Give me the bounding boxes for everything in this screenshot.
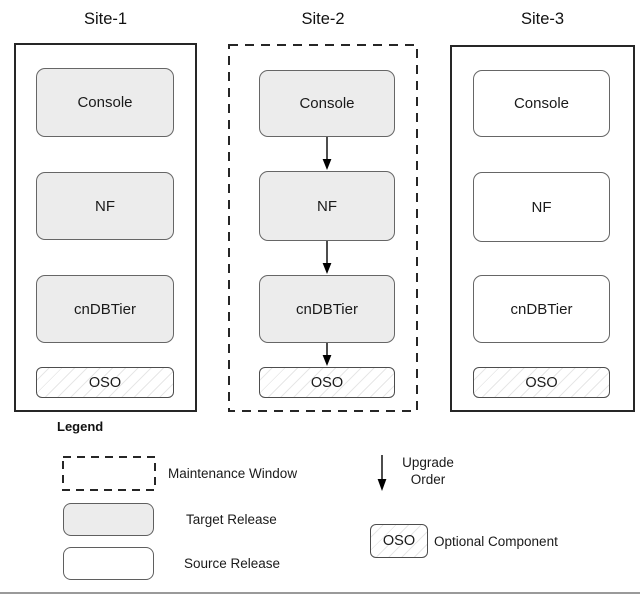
site-1-console-box: Console — [36, 68, 174, 137]
legend-maintenance-window-label: Maintenance Window — [168, 466, 298, 481]
site-2-oso-box: OSO — [259, 367, 395, 398]
legend-maintenance-window-swatch — [62, 456, 156, 491]
legend-upgrade-order-arrow-icon — [377, 455, 387, 491]
site-1-nf-box: NF — [36, 172, 174, 240]
legend-target-release-label: Target Release — [186, 512, 277, 527]
legend-optional-component-swatch: OSO — [370, 524, 428, 558]
upgrade-arrow-icon — [322, 137, 332, 170]
site-3-oso-box: OSO — [473, 367, 610, 398]
legend-optional-component-label: Optional Component — [434, 533, 558, 549]
site-3-nf-box: NF — [473, 172, 610, 242]
site-2-nf-box: NF — [259, 171, 395, 241]
site-2-cndbtier-box: cnDBTier — [259, 275, 395, 343]
site-3-console-box: Console — [473, 70, 610, 137]
site-1-title: Site-1 — [83, 9, 128, 28]
legend-target-release-swatch — [63, 503, 154, 536]
site-2-console-box: Console — [259, 70, 395, 137]
legend-upgrade-order-line2: Order — [410, 472, 446, 487]
legend-upgrade-order-line1: Upgrade — [402, 455, 454, 470]
bottom-edge-divider — [0, 592, 640, 594]
site-3-title: Site-3 — [520, 9, 565, 28]
legend-source-release-label: Source Release — [184, 556, 281, 571]
site-2-title: Site-2 — [301, 9, 345, 28]
site-1-oso-box: OSO — [36, 367, 174, 398]
upgrade-arrow-icon — [322, 241, 332, 274]
site-3-cndbtier-box: cnDBTier — [473, 275, 610, 343]
site-1-cndbtier-box: cnDBTier — [36, 275, 174, 343]
site-1-panel — [14, 43, 197, 412]
site-2-maintenance-window-panel — [228, 44, 418, 412]
legend-heading: Legend — [57, 419, 104, 434]
legend-upgrade-order-label: Upgrade Order — [392, 454, 464, 488]
legend-source-release-swatch — [63, 547, 154, 580]
upgrade-arrow-icon — [322, 343, 332, 366]
site-3-panel — [450, 45, 635, 412]
